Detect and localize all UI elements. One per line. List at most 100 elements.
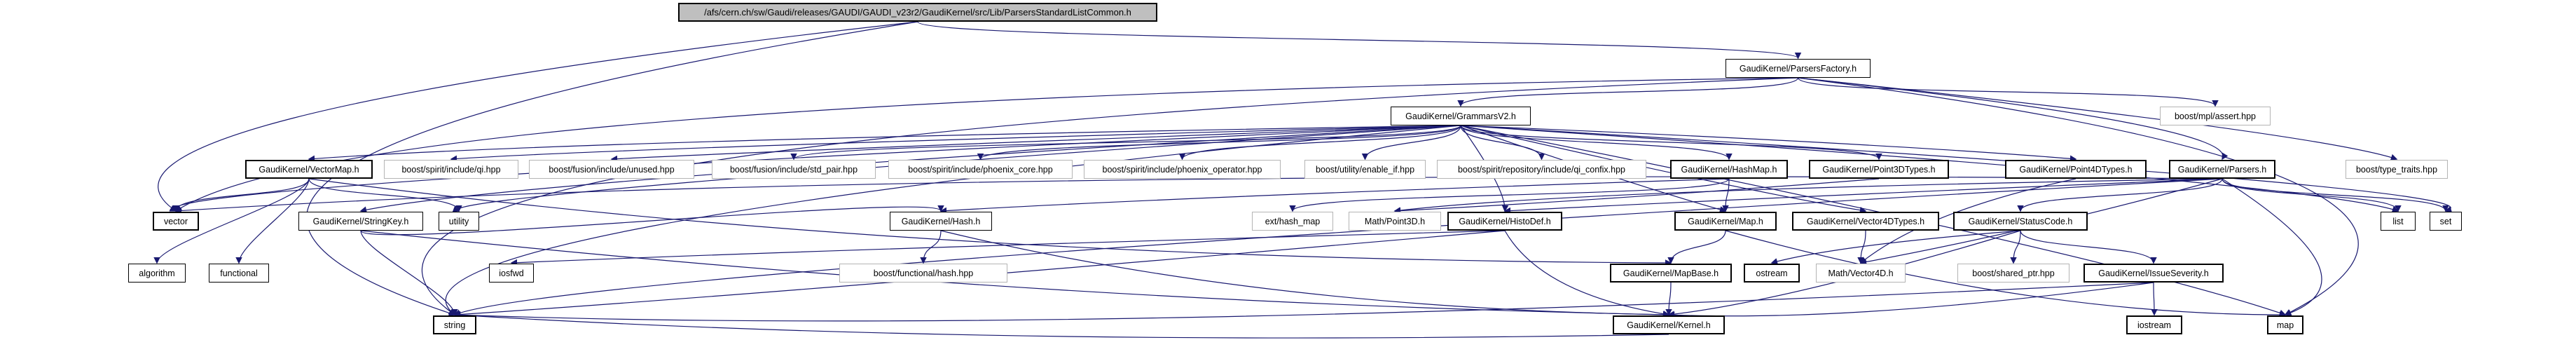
- edge-parsers-to-set: [2222, 178, 2449, 212]
- edge-parsersfactory-to-typetraits: [1798, 77, 2398, 161]
- graph-node-utility[interactable]: utility: [439, 212, 479, 231]
- edge-grammarsv2-to-unused: [610, 125, 1461, 163]
- edge-point4dtypes-to-mathvector4d: [1859, 178, 2076, 264]
- edge-grammarsv2-to-maph: [1460, 125, 1727, 213]
- graph-node-parsersfactory[interactable]: GaudiKernel/ParsersFactory.h: [1726, 59, 1871, 78]
- graph-node-grammarsv2[interactable]: GaudiKernel/GrammarsV2.h: [1391, 107, 1531, 125]
- edge-point3dtypes-to-mathpoint3d: [1393, 178, 1880, 215]
- edge-vectormap-to-vector: [172, 178, 310, 212]
- edge-hashmap-to-maph: [1722, 178, 1730, 212]
- edge-parsers-to-list: [2222, 178, 2402, 212]
- edge-grammarsv2-to-qiconfix: [1460, 125, 1545, 161]
- edge-statuscode-to-sharedptr: [2010, 230, 2021, 264]
- edge-histodef-to-kernel: [1504, 230, 1670, 318]
- edge-hashmap-to-exthashmap: [1289, 178, 1730, 212]
- edge-vectormap-to-mapbase: [308, 178, 1672, 266]
- edge-grammarsv2-to-point3dtypes: [1460, 125, 1882, 161]
- edge-maph-to-mapbase: [1667, 230, 1726, 264]
- graph-node-mathvector4d[interactable]: Math/Vector4D.h: [1816, 264, 1906, 283]
- edge-grammarsv2-to-utility: [452, 125, 1461, 212]
- graph-node-vector4dtypes[interactable]: GaudiKernel/Vector4DTypes.h: [1792, 212, 1939, 231]
- edge-mapbase-to-kernel: [1665, 282, 1672, 316]
- graph-node-functional[interactable]: functional: [209, 264, 269, 283]
- edge-hashmap-to-hash: [939, 178, 1730, 215]
- graph-node-iosfwd[interactable]: iosfwd: [489, 264, 534, 283]
- edge-parsers-to-map: [2222, 178, 2322, 316]
- graph-node-hash[interactable]: GaudiKernel/Hash.h: [890, 212, 992, 231]
- edge-histodef-to-string: [453, 230, 1506, 318]
- edge-parsersfactory-to-grammarsv2: [1457, 77, 1799, 107]
- graph-node-maph[interactable]: GaudiKernel/Map.h: [1674, 212, 1777, 231]
- edge-parsers-to-mathpoint3d: [1393, 178, 2223, 214]
- graph-node-histodef[interactable]: GaudiKernel/HistoDef.h: [1447, 212, 1562, 231]
- graph-node-set[interactable]: set: [2430, 212, 2462, 231]
- graph-node-phoenixcore[interactable]: boost/spirit/include/phoenix_core.hpp: [888, 160, 1073, 179]
- graph-node-typetraits[interactable]: boost/type_traits.hpp: [2346, 160, 2448, 179]
- edge-main-to-parsersfactory: [917, 21, 1801, 60]
- edge-grammarsv2-to-set: [1460, 125, 2453, 213]
- edge-parsers-to-histodef: [1503, 178, 2223, 215]
- edge-hash-to-kernel: [940, 230, 1670, 318]
- edge-stringkey-to-hash: [360, 205, 944, 236]
- edge-parsersfactory-to-mplassert: [1797, 77, 2219, 107]
- edge-grammarsv2-to-point4dtypes: [1460, 125, 2077, 163]
- edge-stringkey-to-string: [360, 230, 458, 316]
- graph-node-ostream[interactable]: ostream: [1744, 264, 1800, 283]
- graph-node-list[interactable]: list: [2381, 212, 2416, 231]
- edge-kernel-to-string: [453, 311, 1669, 339]
- graph-node-boosthash[interactable]: boost/functional/hash.hpp: [839, 264, 1007, 283]
- edge-issueseverity-to-kernel: [1667, 282, 2154, 319]
- graph-node-map[interactable]: map: [2267, 315, 2303, 334]
- graph-node-enableif[interactable]: boost/utility/enable_if.hpp: [1304, 160, 1426, 179]
- edge-stringkey-to-kernel: [360, 230, 1670, 318]
- graph-node-phoenixop[interactable]: boost/spirit/include/phoenix_operator.hp…: [1084, 160, 1281, 179]
- edge-grammarsv2-to-qi: [450, 125, 1461, 163]
- edge-parsers-to-vector: [174, 176, 2223, 215]
- edge-grammarsv2-to-vector4dtypes: [1460, 125, 1867, 214]
- edge-grammarsv2-to-stringkey: [359, 125, 1461, 213]
- edge-histodef-to-iosfwd: [510, 230, 1506, 266]
- graph-node-mapbase[interactable]: GaudiKernel/MapBase.h: [1610, 264, 1732, 283]
- graph-node-statuscode[interactable]: GaudiKernel/StatusCode.h: [1953, 212, 2088, 231]
- graph-node-main: /afs/cern.ch/sw/Gaudi/releases/GAUDI/GAU…: [678, 3, 1157, 22]
- edge-issueseverity-to-string: [453, 282, 2154, 322]
- graph-node-qi[interactable]: boost/spirit/include/qi.hpp: [384, 160, 518, 179]
- graph-node-parsers[interactable]: GaudiKernel/Parsers.h: [2169, 160, 2275, 179]
- edge-vectormap-to-utility: [308, 178, 462, 212]
- graph-node-unused[interactable]: boost/fusion/include/unused.hpp: [529, 160, 694, 179]
- graph-node-exthashmap[interactable]: ext/hash_map: [1252, 212, 1333, 231]
- graph-node-qiconfix[interactable]: boost/spirit/repository/include/qi_confi…: [1437, 160, 1646, 179]
- graph-node-issueseverity[interactable]: GaudiKernel/IssueSeverity.h: [2083, 264, 2224, 283]
- graph-node-kernel[interactable]: GaudiKernel/Kernel.h: [1613, 315, 1725, 334]
- edge-vectormap-to-functional: [235, 178, 310, 264]
- graph-node-vectormap[interactable]: GaudiKernel/VectorMap.h: [245, 160, 373, 179]
- edge-statuscode-to-issueseverity: [2020, 230, 2157, 264]
- edge-maph-to-map: [1725, 230, 2287, 318]
- edge-statuscode-to-ostream: [1770, 230, 2021, 265]
- edge-grammarsv2-to-enableif: [1361, 125, 1461, 161]
- graph-node-mplassert[interactable]: boost/mpl/assert.hpp: [2160, 107, 2271, 125]
- graph-node-string[interactable]: string: [433, 315, 476, 334]
- graph-node-vector[interactable]: vector: [153, 212, 199, 231]
- graph-node-mathpoint3d[interactable]: Math/Point3D.h: [1349, 212, 1441, 231]
- graph-node-iostream[interactable]: iostream: [2126, 315, 2182, 334]
- graph-node-stringkey[interactable]: GaudiKernel/StringKey.h: [298, 212, 423, 231]
- edge-parsersfactory-to-parsers: [1798, 77, 2229, 161]
- edge-hash-to-boosthash: [920, 230, 942, 264]
- graph-node-point3dtypes[interactable]: GaudiKernel/Point3DTypes.h: [1809, 160, 1949, 179]
- edge-grammarsv2-to-stdpair: [790, 125, 1461, 161]
- edge-parsers-to-string: [453, 178, 2223, 316]
- graph-node-algorithm[interactable]: algorithm: [128, 264, 186, 283]
- edge-parsers-to-statuscode: [2017, 178, 2223, 212]
- edge-parsersfactory-to-map: [1798, 77, 2359, 315]
- edge-statuscode-to-kernel: [1667, 230, 2021, 318]
- graph-node-sharedptr[interactable]: boost/shared_ptr.hpp: [1957, 264, 2069, 283]
- graph-node-stdpair[interactable]: boost/fusion/include/std_pair.hpp: [712, 160, 876, 179]
- edge-grammarsv2-to-histodef: [1460, 125, 1509, 212]
- edge-grammarsv2-to-string: [445, 125, 1461, 315]
- graph-node-hashmap[interactable]: GaudiKernel/HashMap.h: [1670, 160, 1788, 179]
- graph-node-point4dtypes[interactable]: GaudiKernel/Point4DTypes.h: [2005, 160, 2147, 179]
- edge-vectormap-to-algorithm: [153, 178, 310, 264]
